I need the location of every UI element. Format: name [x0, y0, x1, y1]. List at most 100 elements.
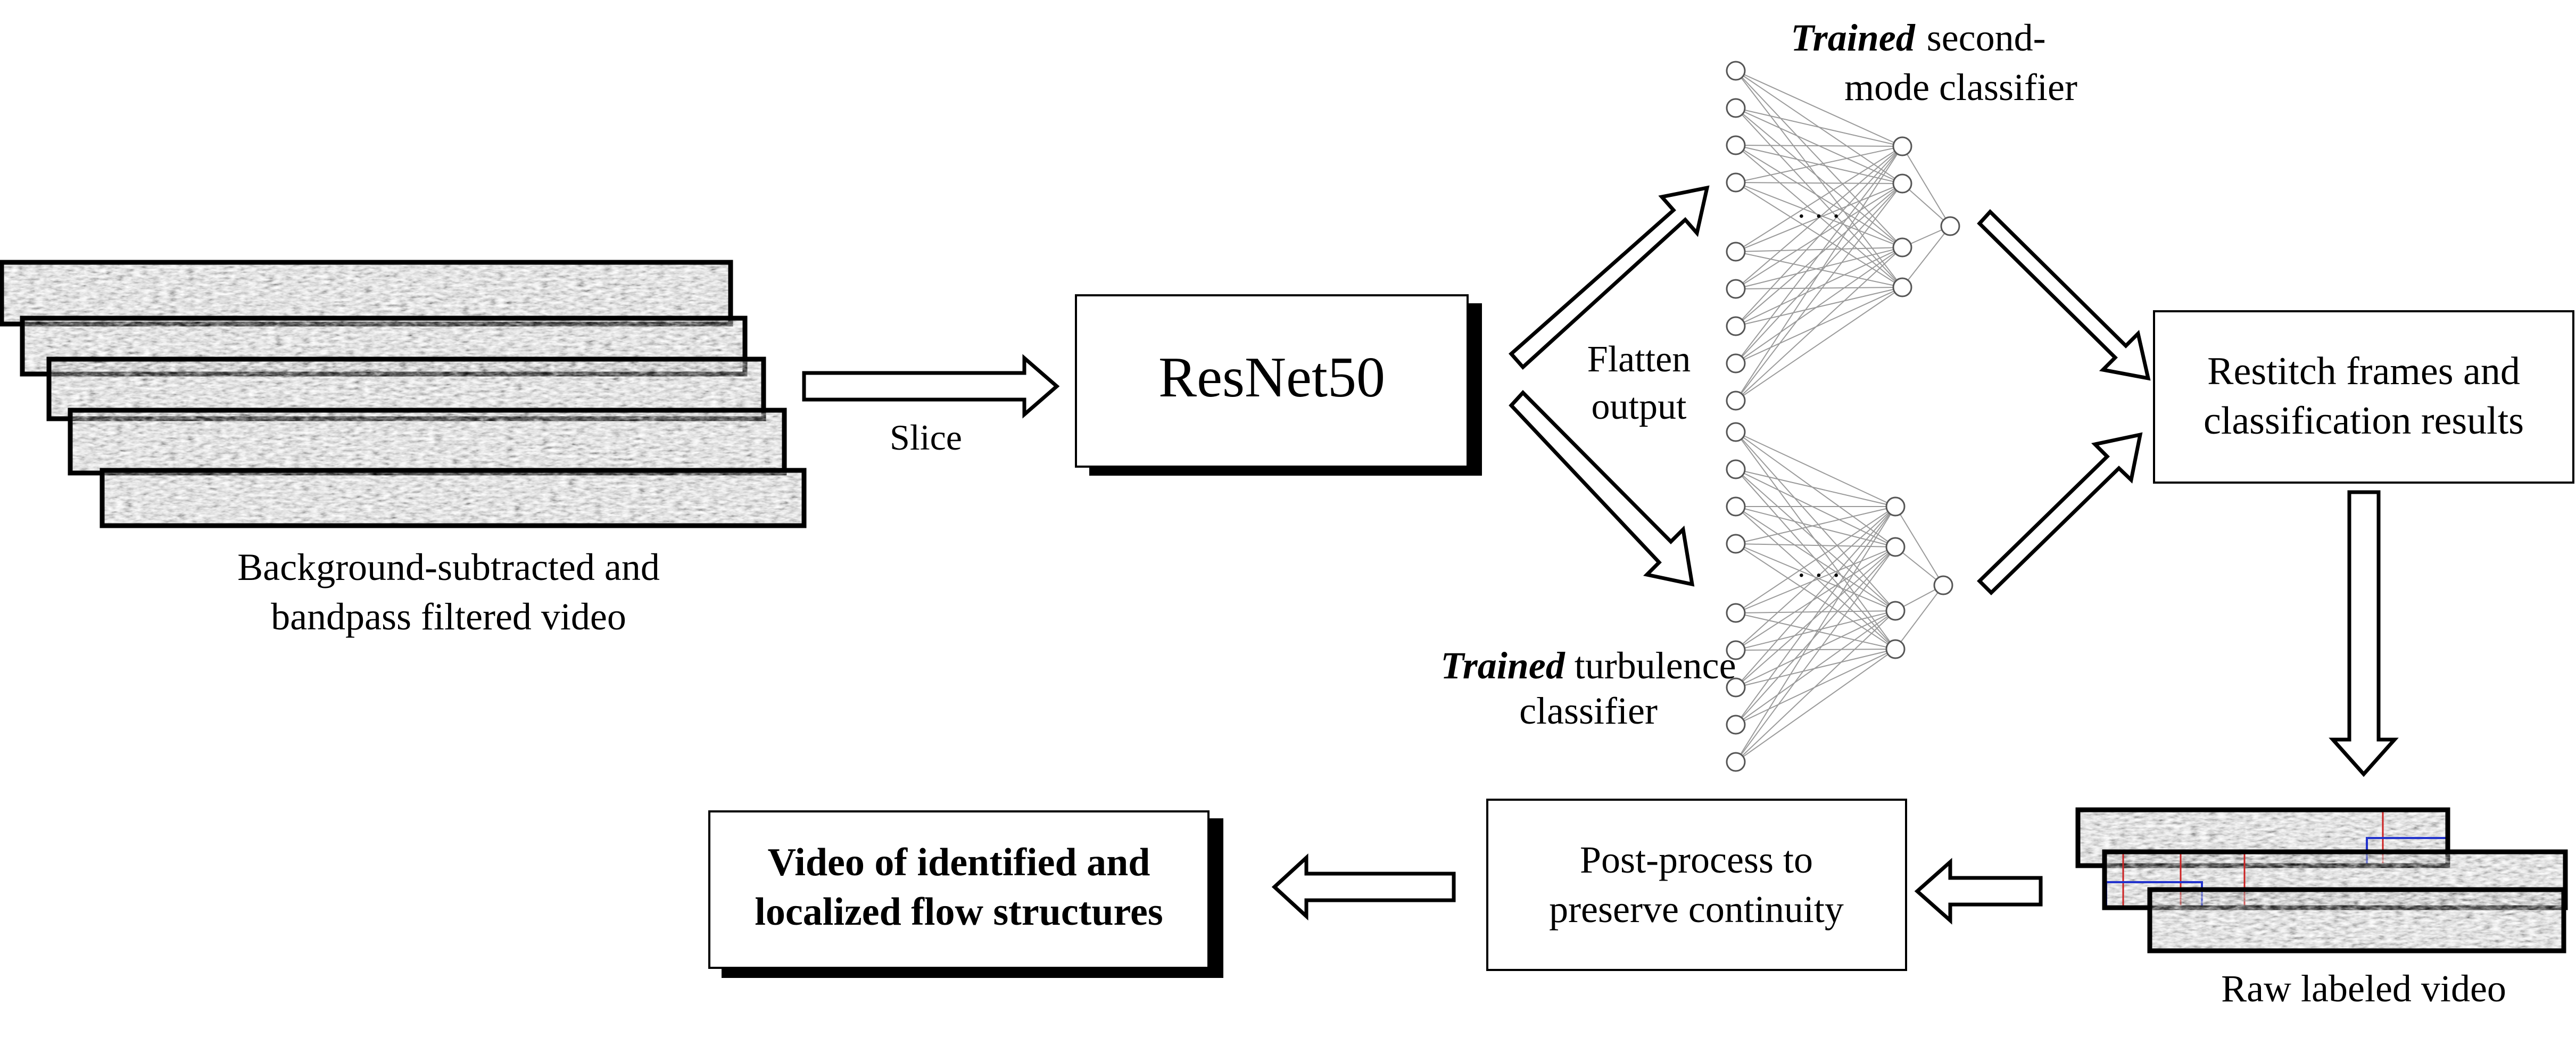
arrow-to-raw-labeled: [2329, 490, 2399, 777]
network-edge: [1735, 506, 1896, 688]
restitch-box: [2153, 310, 2574, 484]
network-edge: [1735, 70, 1903, 248]
input-node: [1726, 496, 1746, 517]
hidden-node: [1892, 237, 1912, 258]
network-edge: [1735, 287, 1903, 364]
input-node: [1726, 459, 1746, 479]
network-edge: [1735, 182, 1903, 288]
network-edge: [1735, 432, 1896, 611]
network-edge: [1735, 247, 1903, 327]
network-edge: [1735, 70, 1903, 147]
input-node: [1726, 391, 1746, 411]
hidden-node: [1892, 277, 1912, 297]
input-node: [1726, 98, 1746, 118]
network-edge: [1735, 107, 1903, 288]
network-edge: [1735, 145, 1903, 248]
arrow-from-turbulence: [1977, 432, 2143, 595]
input-node: [1726, 61, 1746, 81]
postprocess-label-line1: Post-process to: [1580, 839, 1813, 881]
network-edge: [1735, 610, 1896, 725]
final-output-label-line1: Video of identified and: [768, 841, 1150, 884]
network-edge: [1735, 506, 1896, 613]
network-edge: [1735, 107, 1903, 248]
input-video-caption-line2: bandpass filtered video: [271, 595, 626, 638]
resnet-box: [1075, 294, 1469, 468]
network-edge: [1735, 70, 1903, 288]
arrow-to-turbulence: [1509, 389, 1695, 587]
restitch-label-line2: classification results: [2204, 399, 2524, 443]
network-edge: [1735, 543, 1896, 611]
network-edge: [1735, 146, 1903, 183]
flatten-label-line2: output: [1592, 386, 1687, 427]
raw-labeled-caption: Raw labeled video: [2221, 967, 2506, 1010]
network-edge: [1735, 649, 1896, 762]
network-edge: [1735, 146, 1903, 252]
network-edge: [1735, 469, 1896, 547]
network-edge: [1735, 182, 1903, 248]
input-node: [1726, 640, 1746, 660]
input-node: [1726, 422, 1746, 442]
hidden-node: [1892, 136, 1912, 156]
network-edge: [1735, 247, 1903, 289]
video-frame: [100, 468, 807, 528]
second-mode-network: [1726, 61, 1960, 411]
postprocess-box: [1486, 799, 1907, 971]
second-mode-label-emphasis: Trained: [1791, 16, 1915, 59]
network-edge: [1895, 585, 1944, 650]
network-edge: [1902, 226, 1951, 288]
final-output-box: [708, 810, 1210, 969]
network-edge: [1735, 146, 1903, 289]
raw-labeled-stack: [2075, 807, 2568, 953]
network-edge: [1735, 610, 1896, 651]
restitch-label-line1: Restitch frames and: [2207, 350, 2520, 393]
turbulence-label-rest: turbulence: [1575, 644, 1736, 687]
network-edge: [1735, 469, 1896, 611]
input-node: [1726, 172, 1746, 193]
network-edge: [1735, 506, 1896, 762]
second-mode-label-line1: Trained second-: [1791, 16, 2045, 59]
hidden-node: [1892, 173, 1912, 194]
video-frame: [0, 260, 733, 327]
turbulence-label-emphasis: Trained: [1440, 644, 1565, 687]
hidden-node: [1885, 537, 1906, 557]
network-edge: [1735, 432, 1896, 507]
network-edge: [1735, 546, 1896, 651]
network-edge: [1735, 610, 1896, 762]
network-edge: [1735, 543, 1896, 547]
network-edge: [1735, 506, 1896, 651]
network-edge: [1902, 146, 1951, 227]
network-edge: [1735, 610, 1896, 688]
network-edge: [1902, 183, 1951, 227]
network-edge: [1735, 183, 1903, 401]
network-edge: [1735, 287, 1903, 289]
network-edge: [1735, 610, 1896, 613]
input-node: [1726, 752, 1746, 772]
input-node: [1726, 677, 1746, 698]
network-edge: [1735, 506, 1896, 544]
hidden-node: [1885, 601, 1906, 621]
input-node: [1726, 316, 1746, 336]
second-mode-label-rest: second-: [1927, 16, 2046, 59]
network-edge: [1735, 432, 1896, 547]
second-mode-label-line2: mode classifier: [1844, 66, 2077, 109]
network-edge: [1735, 251, 1903, 288]
network-edge: [1735, 247, 1903, 401]
network-edge: [1735, 247, 1903, 364]
network-edge: [1735, 546, 1896, 688]
network-edge: [1735, 469, 1896, 507]
turbulence-label-line2: classifier: [1519, 690, 1658, 732]
resnet-label: ResNet50: [1158, 346, 1385, 409]
network-edge: [1735, 546, 1896, 725]
turbulence-network: [1726, 422, 1953, 772]
network-edge: [1735, 287, 1903, 327]
input-node: [1726, 603, 1746, 623]
network-edge: [1735, 546, 1896, 613]
arrow-from-second-mode: [1977, 209, 2151, 381]
input-node: [1726, 279, 1746, 299]
input-video-caption-line1: Background-subtracted and: [237, 546, 660, 588]
arrow-to-postprocess: [1914, 858, 2043, 925]
second-mode-ellipsis: · · ·: [1796, 200, 1841, 233]
network-edge: [1735, 546, 1896, 762]
